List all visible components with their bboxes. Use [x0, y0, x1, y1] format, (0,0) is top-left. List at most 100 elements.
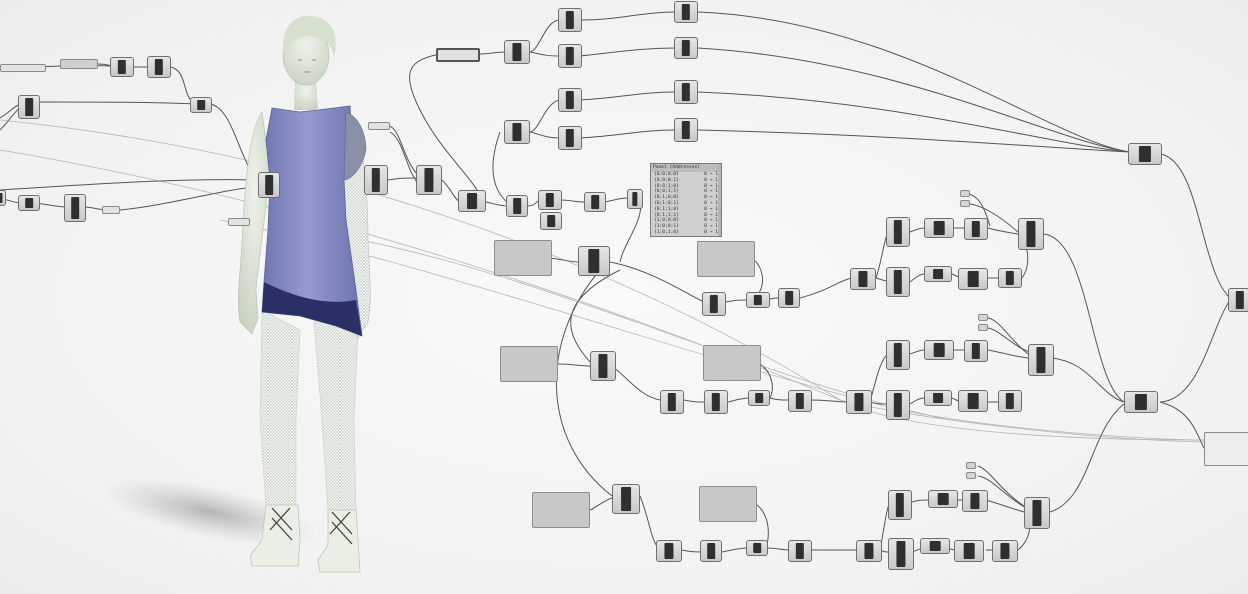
gh-component[interactable] [788, 390, 812, 412]
gh-component[interactable] [147, 56, 171, 78]
gh-component[interactable] [1024, 497, 1050, 529]
gh-component[interactable] [627, 189, 643, 209]
number-slider[interactable] [368, 122, 390, 130]
gh-component[interactable] [558, 8, 582, 32]
panel-scrollbar[interactable] [718, 164, 721, 236]
gh-component[interactable] [998, 390, 1022, 412]
number-slider[interactable] [60, 59, 98, 69]
gh-component[interactable] [704, 390, 728, 414]
gh-component[interactable] [558, 44, 582, 68]
gh-component[interactable] [578, 246, 610, 276]
gh-component[interactable] [674, 118, 698, 142]
3d-viewport[interactable] [100, 0, 420, 594]
gh-component[interactable] [18, 95, 40, 119]
param-input[interactable] [978, 324, 988, 331]
boolean-toggle[interactable] [436, 48, 480, 62]
gh-component[interactable] [998, 268, 1022, 288]
number-slider[interactable] [228, 218, 250, 226]
gh-component[interactable] [700, 540, 722, 562]
gh-component[interactable] [504, 120, 530, 144]
gh-component[interactable] [458, 190, 486, 212]
gh-component[interactable] [928, 490, 958, 508]
gh-component[interactable] [924, 340, 954, 360]
gh-component[interactable] [416, 165, 442, 195]
gh-component[interactable] [702, 292, 726, 316]
number-slider[interactable] [102, 206, 120, 214]
gh-component[interactable] [888, 538, 914, 570]
gh-component[interactable] [920, 538, 950, 554]
gh-component[interactable] [962, 490, 988, 512]
gh-component[interactable] [660, 390, 684, 414]
panel-row: {0;1;0;1}0 → 1 [651, 201, 721, 207]
param-input[interactable] [960, 190, 970, 197]
data-panel[interactable]: Panel (Addresses) {0;0;0;0}0 → 1{0;0;0;1… [650, 163, 722, 237]
right-laces [329, 511, 353, 545]
gh-component[interactable] [674, 1, 698, 23]
gh-component[interactable] [846, 390, 872, 414]
gh-component[interactable] [540, 212, 562, 230]
gh-component[interactable] [746, 540, 768, 556]
gh-component[interactable] [0, 190, 6, 206]
gh-component[interactable] [886, 340, 910, 370]
panel-row-path: {0;0;1;1} [654, 189, 679, 195]
panel-row-path: {1;0;1;0} [654, 229, 679, 235]
gh-component[interactable] [886, 390, 910, 420]
gh-component[interactable] [888, 490, 912, 520]
gh-component[interactable] [364, 165, 388, 195]
gh-group[interactable] [532, 492, 590, 528]
gh-component[interactable] [584, 192, 606, 212]
gh-component[interactable] [958, 390, 988, 412]
param-input[interactable] [966, 462, 976, 469]
gh-component[interactable] [746, 292, 770, 308]
param-input[interactable] [960, 200, 970, 207]
gh-component[interactable] [748, 390, 770, 406]
gh-group[interactable] [699, 486, 757, 522]
gh-component[interactable] [504, 40, 530, 64]
gh-component[interactable] [924, 218, 954, 238]
gh-component[interactable] [558, 126, 582, 150]
gh-component[interactable] [1124, 391, 1158, 413]
gh-component[interactable] [64, 194, 86, 222]
gh-component[interactable] [612, 484, 640, 514]
gh-component[interactable] [538, 190, 562, 210]
gh-component[interactable] [558, 88, 582, 112]
gh-component[interactable] [886, 217, 910, 247]
gh-component[interactable] [964, 218, 988, 240]
gh-component[interactable] [190, 97, 212, 113]
gh-component[interactable] [1018, 218, 1044, 250]
gh-component[interactable] [258, 172, 280, 198]
param-input[interactable] [966, 472, 976, 479]
gh-component[interactable] [506, 195, 528, 217]
gh-component[interactable] [886, 267, 910, 297]
gh-component[interactable] [674, 37, 698, 59]
gh-component[interactable] [788, 540, 812, 562]
gh-component[interactable] [992, 540, 1018, 562]
gh-group[interactable] [703, 345, 761, 381]
gh-component[interactable] [1128, 143, 1162, 165]
gh-group[interactable] [500, 346, 558, 382]
number-slider[interactable] [0, 64, 46, 72]
gh-component[interactable] [924, 390, 952, 406]
gh-component[interactable] [18, 195, 40, 211]
gh-component[interactable] [958, 268, 988, 290]
gh-group[interactable] [494, 240, 552, 276]
gh-component[interactable] [924, 266, 952, 282]
gh-group[interactable] [697, 241, 755, 277]
gh-component[interactable] [850, 268, 876, 290]
gh-component[interactable] [1028, 344, 1054, 376]
gh-component[interactable] [110, 57, 134, 77]
left-leg [259, 309, 301, 506]
gh-component[interactable] [656, 540, 682, 562]
panel-row: {0;0;0;0}0 → 1 [651, 172, 721, 178]
output-panel[interactable] [1204, 432, 1248, 466]
panel-row-value: 0 → 1 [704, 189, 718, 195]
gh-component[interactable] [954, 540, 984, 562]
gh-component[interactable] [674, 80, 698, 104]
gh-component[interactable] [964, 340, 988, 362]
gh-component[interactable] [1228, 288, 1248, 312]
gh-component[interactable] [856, 540, 882, 562]
gh-component[interactable] [778, 288, 800, 308]
gh-component[interactable] [590, 351, 616, 381]
param-input[interactable] [978, 314, 988, 321]
